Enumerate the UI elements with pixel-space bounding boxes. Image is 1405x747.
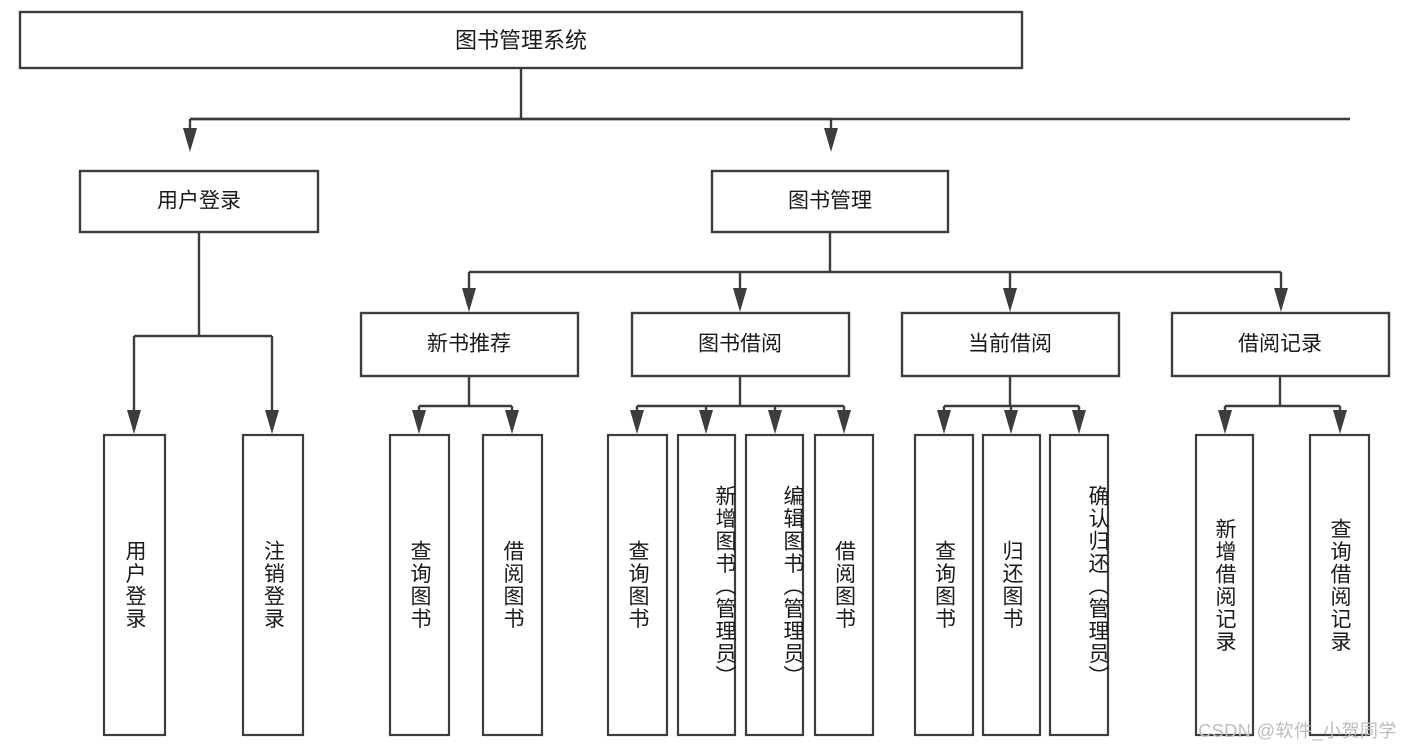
node-user-login-box	[78, 169, 320, 234]
node-current-borrow-box	[900, 311, 1121, 378]
arrow-leaf-query-book-3	[937, 410, 951, 434]
leaf-box-borrow-book-2[interactable]	[813, 433, 875, 737]
node-book-manage[interactable]: 图书管理	[710, 169, 950, 234]
node-borrow-record[interactable]: 借阅记录	[1170, 311, 1391, 378]
arrow-to-borrow-record	[1274, 288, 1288, 312]
node-book-borrow-label: 图书借阅	[698, 333, 782, 356]
arrow-leaf-user-login	[127, 410, 141, 434]
node-borrow-record-label: 借阅记录	[1238, 333, 1322, 356]
connector-new-book-to-leaves	[412, 376, 519, 434]
arrow-leaf-confirm-return	[1072, 410, 1086, 434]
arrow-to-book-manage	[824, 128, 838, 152]
arrow-leaf-add-record	[1218, 410, 1232, 434]
leaf-box-confirm-return[interactable]	[1048, 433, 1110, 737]
arrow-to-new-book	[462, 288, 476, 312]
leaf-box-query-book-1[interactable]	[388, 433, 451, 737]
connector-book-manage-to-level2	[462, 232, 1288, 312]
node-new-book-recommend-box	[359, 311, 580, 378]
arrow-leaf-edit-book	[768, 410, 782, 434]
leaf-box-borrow-book-1[interactable]	[481, 433, 544, 737]
leaf-box-add-book[interactable]	[676, 433, 737, 737]
arrow-leaf-query-record	[1333, 410, 1347, 434]
connector-root-to-level1	[183, 68, 1350, 152]
arrow-leaf-add-book	[699, 410, 713, 434]
leaf-box-edit-book[interactable]	[744, 433, 805, 737]
arrow-to-user-login	[183, 128, 197, 152]
node-book-manage-label: 图书管理	[788, 190, 872, 213]
leaf-box-query-book-3[interactable]	[913, 433, 975, 737]
connector-borrow-record-to-leaves	[1218, 376, 1347, 434]
csdn-watermark: CSDN @软件_小贺同学	[1198, 721, 1397, 741]
arrow-leaf-return-book	[1004, 410, 1018, 434]
connector-current-borrow-to-leaves	[937, 376, 1086, 434]
node-current-borrow[interactable]: 当前借阅	[900, 311, 1121, 378]
arrow-leaf-query-book-1	[412, 410, 426, 434]
leaf-box-query-book-2[interactable]	[606, 433, 669, 737]
leaf-box-user-login[interactable]	[102, 433, 167, 737]
connector-user-login-to-leaves	[127, 232, 279, 434]
node-root-label: 图书管理系统	[455, 28, 587, 53]
node-root-box	[18, 10, 1024, 70]
leaf-box-query-record[interactable]	[1308, 433, 1371, 737]
node-user-login[interactable]: 用户登录	[78, 169, 320, 234]
arrow-to-book-borrow	[733, 288, 747, 312]
arrow-to-current-borrow	[1003, 288, 1017, 312]
arrow-leaf-borrow-book-2	[837, 410, 851, 434]
leaf-box-logout[interactable]	[241, 433, 305, 737]
connector-book-borrow-to-leaves	[630, 376, 851, 434]
node-new-book-recommend-label: 新书推荐	[427, 333, 511, 356]
node-book-borrow[interactable]: 图书借阅	[630, 311, 851, 378]
node-user-login-label: 用户登录	[157, 190, 241, 213]
arrow-leaf-query-book-2	[630, 410, 644, 434]
node-root[interactable]: 图书管理系统	[18, 10, 1024, 70]
node-current-borrow-label: 当前借阅	[968, 333, 1052, 356]
leaf-box-return-book[interactable]	[981, 433, 1042, 737]
arrow-leaf-logout	[265, 410, 279, 434]
node-new-book-recommend[interactable]: 新书推荐	[359, 311, 580, 378]
arrow-leaf-borrow-book-1	[505, 410, 519, 434]
leaf-box-add-record[interactable]	[1194, 433, 1255, 737]
